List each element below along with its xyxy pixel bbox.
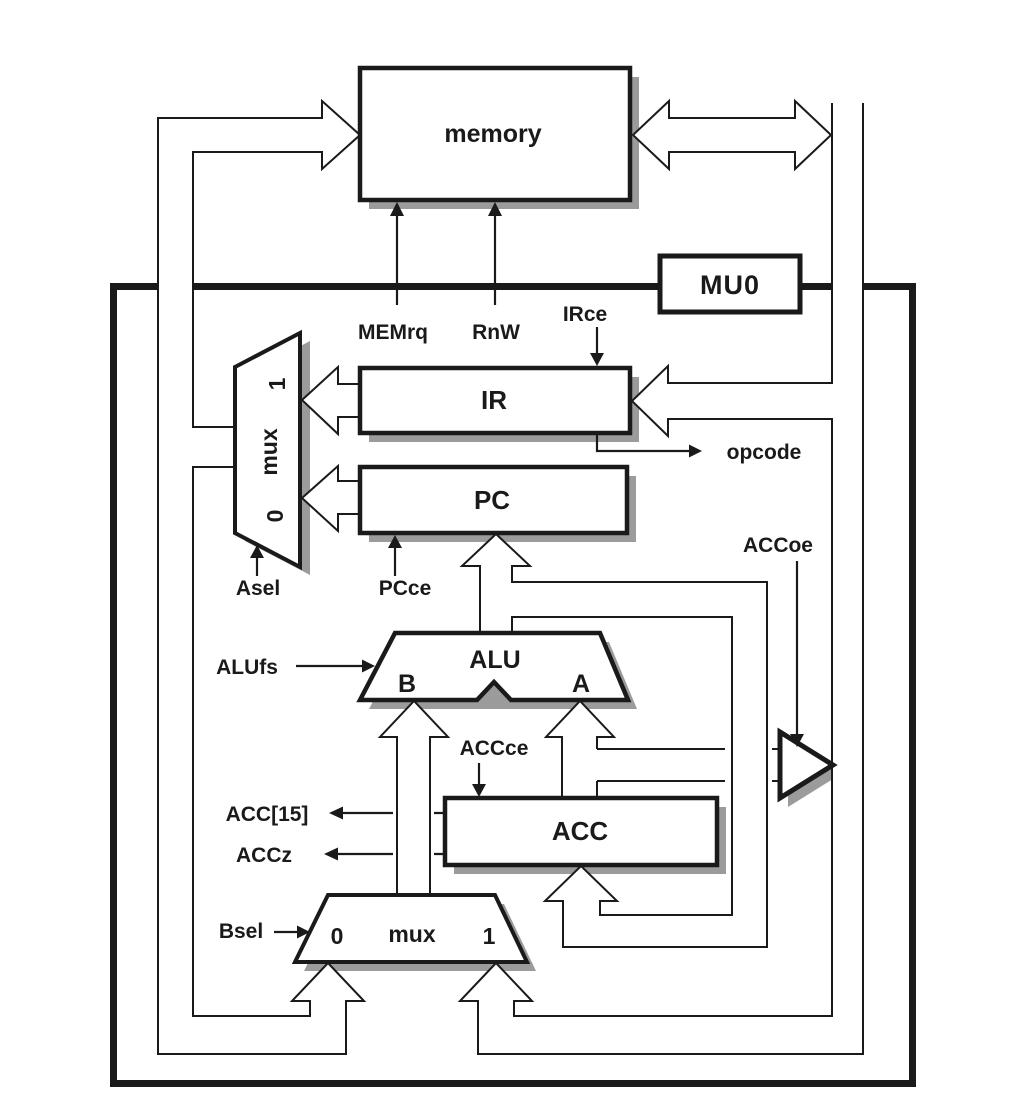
bsel-label: Bsel: [219, 920, 263, 943]
accz-label: ACCz: [236, 844, 292, 867]
bsel-signal: Bsel: [219, 920, 310, 943]
address-bus: [157, 98, 367, 1055]
buses: [157, 98, 864, 1055]
alu-port-a-label: A: [572, 670, 590, 698]
rnw-arrowhead: [488, 202, 502, 216]
asel-label: Asel: [236, 577, 280, 600]
blocks: memory MU0 IR PC ACC B ALU A 1 mux 0 0 m…: [233, 65, 838, 964]
mu0-label-box: [657, 253, 803, 315]
acc-register: [442, 795, 720, 868]
memory-data-arrow: [631, 98, 833, 172]
alufs-arrowhead: [362, 659, 375, 673]
accce-signal: ACCce: [460, 737, 529, 797]
data-bus: [457, 103, 864, 1055]
chip-boundary: [110, 283, 916, 1087]
accce-label: ACCce: [460, 737, 529, 760]
pc-label: PC: [474, 485, 510, 515]
accoe-arrowhead: [790, 734, 804, 747]
irce-label: IRce: [563, 303, 607, 326]
memrq-signal: MEMrq: [358, 202, 428, 344]
b-mux: [291, 893, 531, 964]
bmux-label: mux: [388, 921, 436, 947]
irce-arrowhead: [590, 353, 604, 366]
amux-input0-label: 0: [262, 510, 288, 523]
pcce-arrowhead: [388, 535, 402, 548]
alu: [356, 630, 632, 703]
accz-signal: ACCz: [236, 844, 443, 867]
accce-arrowhead: [472, 784, 486, 797]
ir-register: [357, 365, 633, 436]
alufs-label: ALUfs: [216, 656, 278, 679]
memrq-label: MEMrq: [358, 321, 428, 344]
tristate-buffer: [777, 727, 838, 803]
memrq-arrowhead: [390, 202, 404, 216]
rnw-label: RnW: [472, 321, 520, 344]
ir-label: IR: [481, 385, 507, 415]
acc15-arrowhead: [329, 806, 343, 820]
amux-label: mux: [256, 428, 282, 476]
asel-signal: Asel: [236, 545, 280, 600]
alufs-signal: ALUfs: [216, 656, 375, 679]
control-signals: MEMrq RnW IRce PCce Asel ALUfs: [216, 202, 813, 943]
chip-boundary-group: [110, 283, 916, 1087]
bsel-arrowhead: [297, 925, 310, 939]
opcode-signal: opcode: [595, 433, 802, 464]
address-mux: [233, 329, 302, 571]
pc-to-amux-bus: [300, 463, 360, 534]
memory-label: memory: [444, 120, 541, 148]
mu0-chip-label: MU0: [700, 270, 760, 300]
acc15-signal: ACC[15]: [226, 803, 443, 826]
rnw-signal: RnW: [472, 202, 520, 344]
accoe-label: ACCoe: [743, 534, 813, 557]
amux-input1-label: 1: [264, 377, 290, 390]
irce-signal: IRce: [563, 303, 607, 366]
alu-port-b-label: B: [398, 670, 416, 698]
pcce-label: PCce: [379, 577, 432, 600]
asel-arrowhead: [250, 545, 264, 558]
accz-arrowhead: [324, 847, 338, 861]
pc-register: [357, 464, 630, 536]
alu-label: ALU: [469, 646, 520, 674]
memory-box: [357, 65, 633, 203]
opcode-arrowhead: [689, 444, 702, 458]
opcode-label: opcode: [727, 441, 802, 464]
b-bus: [377, 699, 451, 895]
acc15-label: ACC[15]: [226, 803, 309, 826]
acc-label: ACC: [552, 816, 609, 846]
bmux-input1-label: 1: [483, 923, 496, 949]
ir-to-amux-bus: [300, 364, 360, 437]
bmux-input0-label: 0: [331, 923, 344, 949]
pcce-signal: PCce: [379, 535, 432, 600]
alu-output-bus: [459, 532, 768, 948]
accoe-signal: ACCoe: [743, 534, 813, 747]
